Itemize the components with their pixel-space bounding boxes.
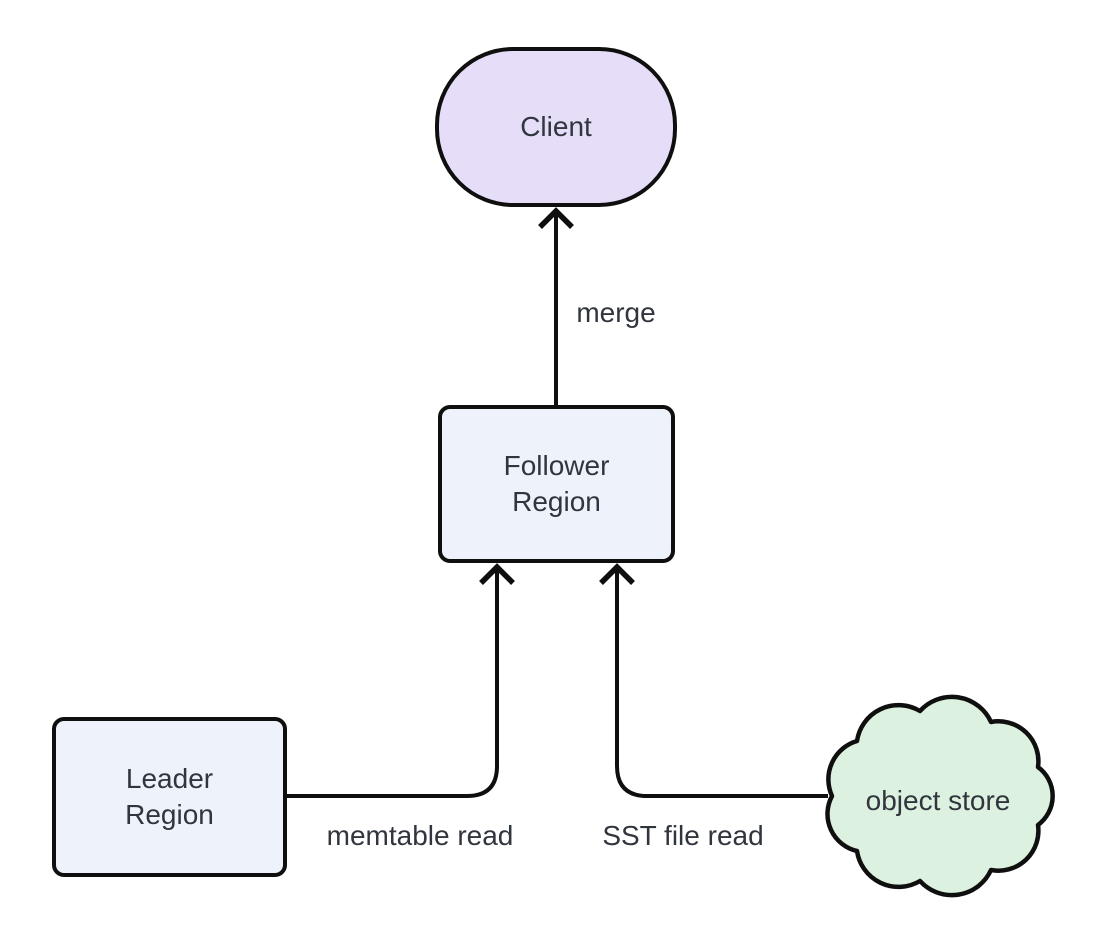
edge-label-merge: merge [576, 297, 656, 329]
node-follower-region: Follower Region [438, 405, 675, 563]
node-client: Client [435, 47, 677, 207]
arrowhead-sst-icon [599, 563, 635, 585]
edge-label-sst-file-read: SST file read [602, 820, 764, 852]
object-store-label: object store [865, 785, 1011, 816]
arrowhead-memtable-icon [479, 563, 515, 585]
edge-memtable-line [285, 569, 499, 798]
leader-region-label-line1: Leader [125, 763, 214, 794]
object-store-cloud-shape [825, 694, 1055, 898]
edge-label-memtable-read: memtable read [326, 820, 514, 852]
client-label: Client [520, 111, 592, 142]
follower-region-label-line2: Region [512, 486, 601, 517]
leader-region-label-line2: Region [125, 799, 214, 830]
node-leader-region: Leader Region [52, 717, 287, 877]
follower-region-label-line1: Follower [503, 450, 610, 481]
edge-sst-line [615, 569, 828, 798]
arrowhead-merge-icon [538, 207, 574, 229]
